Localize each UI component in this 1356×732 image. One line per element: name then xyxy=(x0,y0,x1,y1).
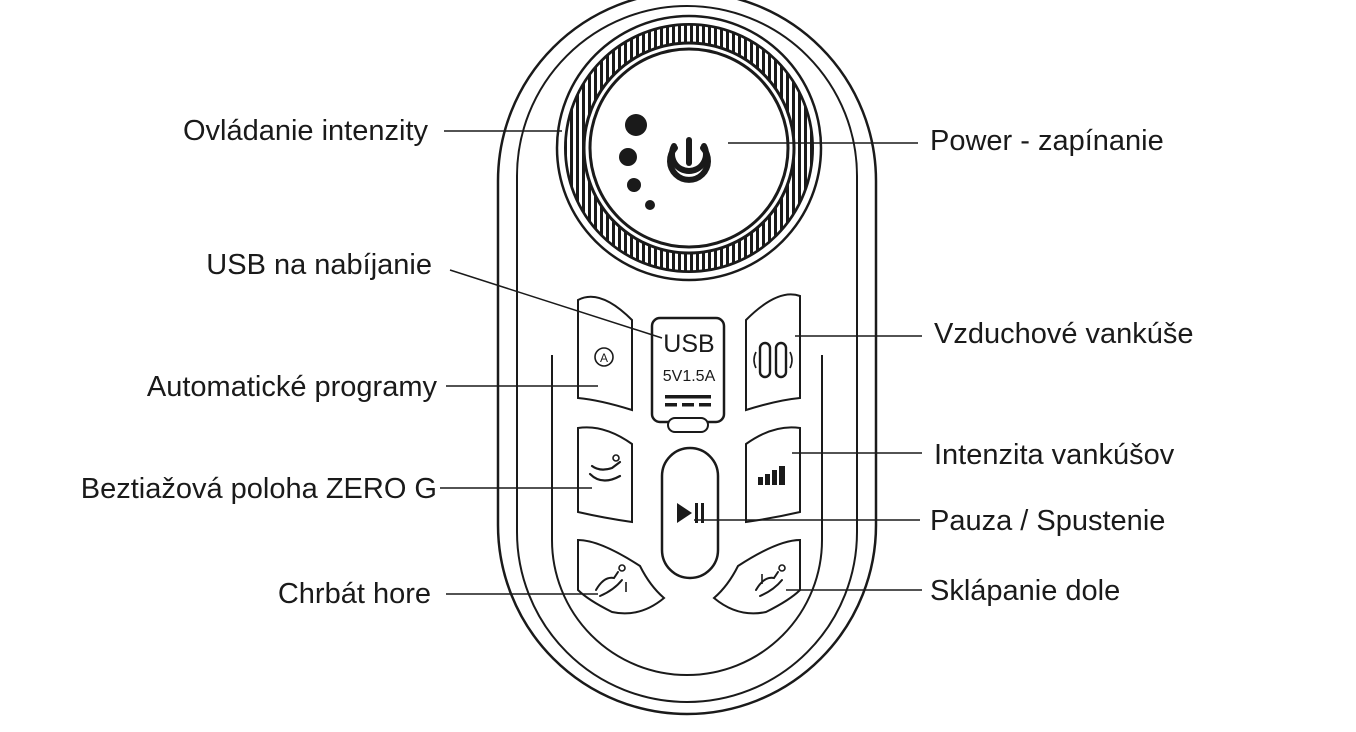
label-back-up: Chrbát hore xyxy=(277,578,431,610)
back-up-recline-icon xyxy=(595,564,627,597)
usb-dc-symbol-bottom-3 xyxy=(699,403,711,407)
label-pause-start: Pauza / Spustenie xyxy=(930,505,1166,537)
fold-down-button[interactable] xyxy=(712,538,801,615)
zero-g-button[interactable] xyxy=(577,426,633,524)
usb-port-text: USB xyxy=(663,330,714,358)
cushion-intensity-button[interactable] xyxy=(745,426,801,524)
label-fold-down: Sklápanie dole xyxy=(930,575,1121,607)
auto-a-icon xyxy=(594,347,614,367)
label-air-cushions: Vzduchové vankúše xyxy=(934,318,1194,350)
label-usb-charging: USB na nabíjanie xyxy=(206,249,432,281)
intensity-dot-small xyxy=(627,178,641,192)
intensity-dot-tiny xyxy=(645,200,655,210)
play-pause-icon xyxy=(677,503,704,523)
label-zero-g: Beztiažová poloha ZERO G xyxy=(80,473,437,505)
usb-port[interactable] xyxy=(650,316,726,433)
zero-g-recline-icon xyxy=(588,454,622,482)
usb-dc-symbol-bottom-2 xyxy=(682,403,694,407)
auto-program-button[interactable] xyxy=(577,295,633,412)
remote-lower-rail-outer xyxy=(551,355,823,676)
usb-rating-text: 5V1.5A xyxy=(663,368,716,385)
label-power: Power - zapínanie xyxy=(930,125,1164,157)
intensity-dot-medium xyxy=(619,148,637,166)
fold-down-recline-icon xyxy=(755,564,786,597)
signal-bars-icon xyxy=(758,466,785,485)
label-cushion-intensity: Intenzita vankúšov xyxy=(934,439,1175,471)
usb-dc-symbol-top xyxy=(665,395,711,399)
usb-dc-symbol-bottom-1 xyxy=(665,403,677,407)
back-up-button[interactable] xyxy=(577,538,666,615)
intensity-dot-large xyxy=(625,114,647,136)
label-auto-programs: Automatické programy xyxy=(146,371,437,403)
power-icon[interactable] xyxy=(667,137,711,183)
air-cushion-icon xyxy=(753,341,793,379)
play-pause-button[interactable] xyxy=(660,446,720,580)
air-cushion-button[interactable] xyxy=(745,293,801,412)
auto-badge-text: A xyxy=(600,351,608,365)
label-intensity-control: Ovládanie intenzity xyxy=(182,115,428,147)
leader-usb xyxy=(449,269,663,339)
